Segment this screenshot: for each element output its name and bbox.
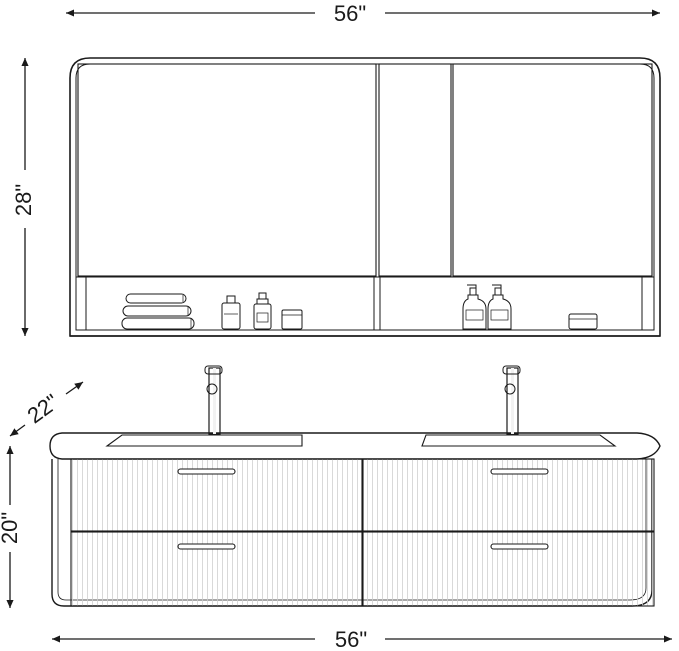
vanity-width-dimension: 56" — [52, 627, 672, 651]
soap-dish — [568, 313, 598, 330]
towel-stack — [121, 293, 195, 330]
sink-left — [105, 434, 303, 447]
mirror-door-center — [378, 63, 452, 277]
mirror-cabinet — [69, 57, 661, 337]
mirror-height-dimension: 28" — [11, 58, 36, 336]
mirror-door-right — [452, 63, 653, 277]
perfume-bottle — [221, 295, 241, 330]
pump-bottle-2 — [487, 284, 512, 330]
faucet-right — [502, 365, 521, 435]
vanity-width-label: 56" — [335, 627, 367, 651]
countertop — [49, 432, 661, 460]
vanity-height-dimension: 20" — [0, 446, 22, 608]
vanity-depth-dimension: 22" — [9, 381, 84, 437]
drawer-bottom-right[interactable] — [362, 531, 655, 607]
vanity-depth-label: 22" — [23, 389, 64, 428]
faucet-left — [204, 365, 223, 435]
mirror-door-left — [77, 63, 377, 277]
drawer-handle-top-left[interactable] — [177, 468, 236, 475]
vanity-height-label: 20" — [0, 512, 22, 544]
vanity — [49, 365, 661, 607]
drawer-handle-bottom-right[interactable] — [490, 543, 549, 550]
mirror-height-label: 28" — [11, 184, 36, 216]
mirror-width-label: 56" — [334, 1, 366, 26]
drawer-bottom-left[interactable] — [70, 531, 363, 607]
lotion-bottle — [253, 292, 272, 330]
drawer-handle-bottom-left[interactable] — [177, 543, 236, 550]
mirror-width-dimension: 56" — [66, 1, 660, 26]
jar — [281, 309, 303, 330]
pump-bottle-1 — [462, 284, 487, 330]
sink-right — [421, 434, 617, 447]
drawer-top-left[interactable] — [70, 458, 363, 532]
drawer-handle-top-right[interactable] — [490, 468, 549, 475]
